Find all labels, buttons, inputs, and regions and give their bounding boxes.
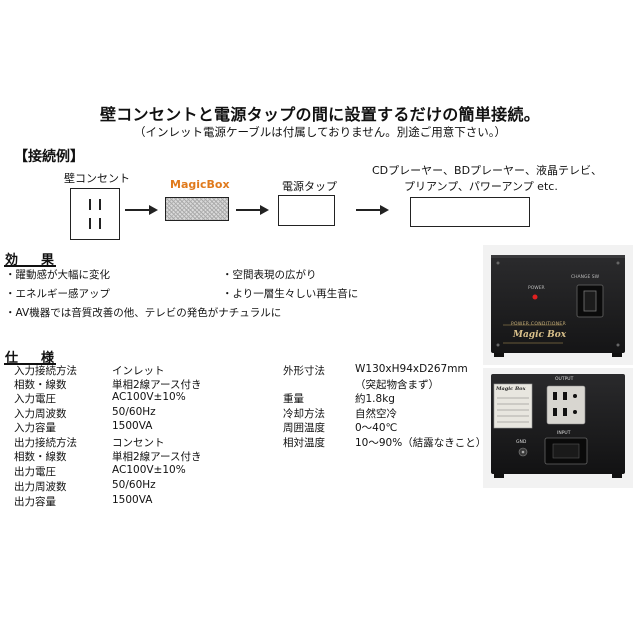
led-label: POWER	[528, 286, 545, 291]
spec-key: 入力電圧	[14, 393, 56, 405]
brand-small: POWER CONDITIONER	[511, 322, 567, 327]
front-panel-photo: POWER CHANGE SW POWER CONDITIONER Magic …	[483, 245, 633, 365]
spec-key: 周囲温度	[283, 422, 325, 434]
devices-label-line2: プリアンプ、パワーアンプ etc.	[404, 180, 558, 193]
spec-value: AC100V±10%	[112, 464, 186, 476]
magicbox-icon	[165, 197, 229, 221]
spec-value: 1500VA	[112, 420, 153, 432]
spec-key: 入力容量	[14, 422, 56, 434]
spec-value: W130xH94xD267mm	[355, 363, 468, 375]
subline: （インレット電源ケーブルは付属しておりません。別途ご用意下さい。）	[133, 125, 507, 139]
spec-key: 相数・線数	[14, 379, 67, 391]
spec-value: （突起物含まず）	[355, 379, 439, 391]
effect-item: ・躍動感が大幅に変化	[5, 269, 110, 281]
spec-value: 1500VA	[112, 494, 153, 506]
arrow-icon	[356, 205, 389, 215]
effects-underline	[4, 265, 56, 267]
brand-logo: Magic Box	[513, 330, 567, 340]
spec-value: 自然空冷	[355, 408, 397, 420]
spec-value: 約1.8kg	[355, 393, 395, 405]
spec-key: 冷却方法	[283, 408, 325, 420]
spec-value: コンセント	[112, 437, 165, 449]
spec-key: 出力電圧	[14, 466, 56, 478]
power-strip-icon	[278, 195, 335, 226]
effect-item: ・空間表現の広がり	[222, 269, 317, 281]
spec-value: 10～90%（結露なきこと）	[355, 437, 487, 449]
spec-key: 外形寸法	[283, 365, 325, 377]
effect-item: ・AV機器では音質改善の他、テレビの発色がナチュラルに	[5, 307, 282, 319]
magicbox-label: MagicBox	[170, 178, 230, 191]
gnd-label: GND	[516, 440, 527, 445]
headline: 壁コンセントと電源タップの間に設置するだけの簡単接続。	[99, 105, 541, 124]
spec-key: 出力接続方法	[14, 437, 77, 449]
switch-label: CHANGE SW	[571, 275, 600, 280]
arrow-icon	[236, 205, 269, 215]
sticker-title: Magic Box	[496, 386, 526, 392]
tap-label: 電源タップ	[282, 180, 337, 193]
effect-item: ・エネルギー感アップ	[5, 288, 110, 300]
effect-item: ・より一層生々しい再生音に	[222, 288, 359, 300]
specs-underline	[4, 363, 56, 365]
spec-value: 50/60Hz	[112, 479, 156, 491]
outlet-label: 壁コンセント	[64, 172, 130, 185]
spec-value: 0～40℃	[355, 422, 398, 434]
devices-label-line1: CDプレーヤー、BDプレーヤー、液晶テレビ、	[372, 164, 602, 177]
spec-key: 入力接続方法	[14, 365, 77, 377]
spec-value: 単相2線アース付き	[112, 451, 202, 463]
audio-device-icon	[410, 197, 530, 227]
spec-key: 入力周波数	[14, 408, 67, 420]
spec-key: 出力容量	[14, 496, 56, 508]
spec-key: 相対温度	[283, 437, 325, 449]
spec-key: 出力周波数	[14, 481, 67, 493]
spec-value: インレット	[112, 365, 165, 377]
spec-key: 重量	[283, 393, 304, 405]
spec-value: 単相2線アース付き	[112, 379, 202, 391]
effects-title: 効 果	[5, 253, 60, 268]
arrow-icon	[125, 205, 158, 215]
example-title: 【接続例】	[14, 149, 84, 165]
spec-value: 50/60Hz	[112, 406, 156, 418]
wall-outlet-icon	[70, 188, 120, 240]
rear-panel-photo: Magic Box OUTPUT INPUT GND	[483, 368, 633, 488]
rear-outlet-label: OUTPUT	[555, 377, 574, 382]
specs-title: 仕 様	[5, 351, 60, 366]
spec-value: AC100V±10%	[112, 391, 186, 403]
rear-inlet-label: INPUT	[557, 431, 571, 436]
spec-key: 相数・線数	[14, 451, 67, 463]
